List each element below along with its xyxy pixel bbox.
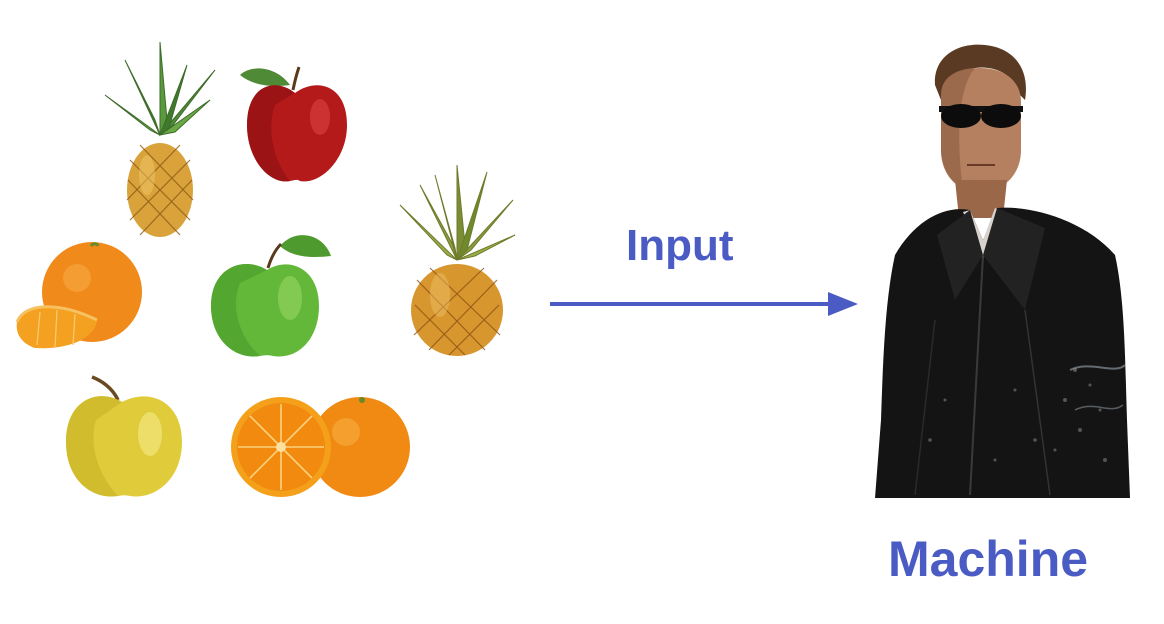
- orange-halved-icon: [231, 397, 410, 497]
- green-apple-icon: [211, 235, 331, 357]
- tangerine-icon: [15, 242, 142, 349]
- red-apple-icon: [240, 66, 347, 182]
- machine-label: Machine: [888, 531, 1089, 587]
- input-label: Input: [626, 221, 734, 270]
- pineapple-icon: [399, 164, 516, 356]
- pineapple-icon: [104, 41, 216, 237]
- man-in-leather-jacket-icon: [875, 44, 1130, 498]
- arrow-right-icon: [550, 292, 858, 316]
- yellow-apple-icon: [66, 375, 182, 497]
